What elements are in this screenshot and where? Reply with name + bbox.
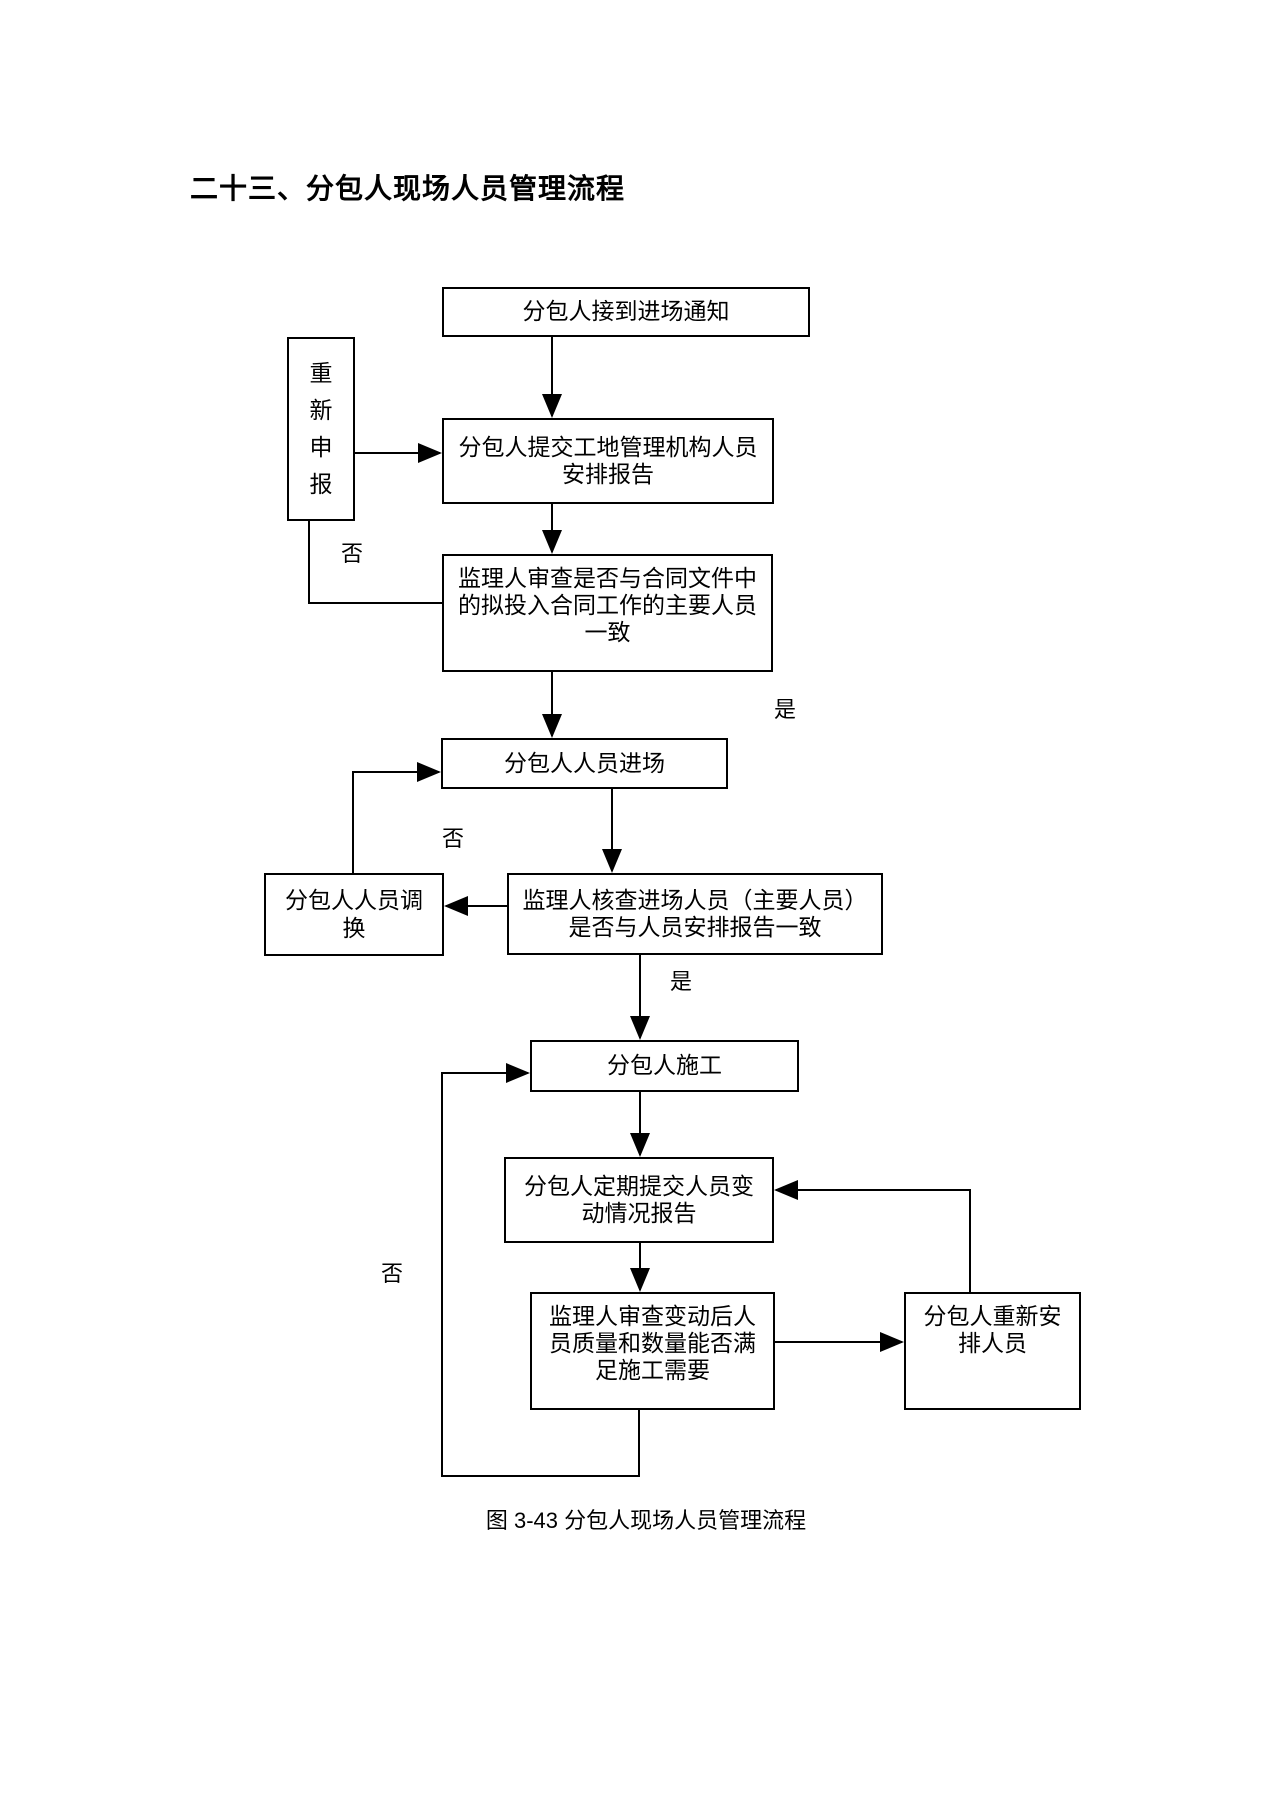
node-submit-staff-report: 分包人提交工地管理机构人员 安排报告 — [442, 418, 774, 504]
node-label: 分包人人员进场 — [504, 749, 665, 776]
node-label-line: 的拟投入合同工作的主要人员 — [458, 592, 757, 619]
page-title: 二十三、分包人现场人员管理流程 — [190, 173, 626, 204]
arrow-swap-to-enter — [352, 762, 441, 873]
node-label-line: 监理人核查进场人员（主要人员） — [522, 886, 868, 913]
node-label-line: 分包人重新安 — [923, 1303, 1062, 1329]
node-label-line: 监理人审查是否与合同文件中 — [458, 565, 757, 591]
node-subcontractor-construction: 分包人施工 — [530, 1040, 799, 1092]
node-personnel-enter-site: 分包人人员进场 — [441, 738, 728, 789]
node-personnel-swap: 分包人人员调 换 — [264, 873, 444, 956]
edge-label-yes-verify: 是 — [670, 969, 693, 994]
node-label-line: 监理人审查变动后人 — [549, 1303, 756, 1329]
node-label-line: 足施工需要 — [595, 1357, 710, 1384]
line-review-no-to-reapply — [308, 521, 442, 604]
node-label-line: 动情况报告 — [581, 1200, 697, 1226]
arrow-audit-no-to-construct — [441, 1063, 640, 1477]
node-label: 重新申报 — [309, 360, 333, 497]
node-label-line: 员质量和数量能否满 — [549, 1330, 756, 1357]
node-label-line: 分包人提交工地管理机构人员 — [458, 433, 758, 460]
node-label-line: 排人员 — [958, 1330, 1027, 1357]
node-label: 分包人接到进场通知 — [522, 298, 730, 325]
arrow-rearrange-to-report — [774, 1180, 971, 1292]
node-supervisor-verify-entry: 监理人核查进场人员（主要人员） 是否与人员安排报告一致 — [507, 873, 883, 955]
node-label-line: 是否与人员安排报告一致 — [568, 914, 822, 940]
node-reapply: 重新申报 — [287, 337, 355, 521]
figure-caption: 图 3-43 分包人现场人员管理流程 — [485, 1508, 807, 1533]
edge-label-no-review: 否 — [341, 541, 364, 566]
node-supervisor-review-consistency: 监理人审查是否与合同文件中 的拟投入合同工作的主要人员 一致 — [442, 554, 773, 672]
node-receive-entry-notice: 分包人接到进场通知 — [442, 287, 810, 337]
node-label-line: 一致 — [584, 619, 631, 646]
node-supervisor-audit-changes: 监理人审查变动后人 员质量和数量能否满 足施工需要 — [530, 1292, 775, 1410]
node-rearrange-personnel: 分包人重新安 排人员 — [904, 1292, 1081, 1410]
node-label-line: 分包人人员调 — [285, 887, 423, 914]
edge-label-yes-review: 是 — [774, 697, 797, 722]
node-label-line: 换 — [342, 914, 366, 941]
edge-label-no-verify: 否 — [442, 826, 465, 851]
edge-label-no-audit: 否 — [381, 1261, 404, 1286]
node-label: 分包人施工 — [607, 1052, 722, 1079]
node-label-line: 分包人定期提交人员变 — [524, 1172, 754, 1199]
node-periodic-change-report: 分包人定期提交人员变 动情况报告 — [504, 1157, 774, 1243]
node-label-line: 安排报告 — [562, 461, 654, 487]
